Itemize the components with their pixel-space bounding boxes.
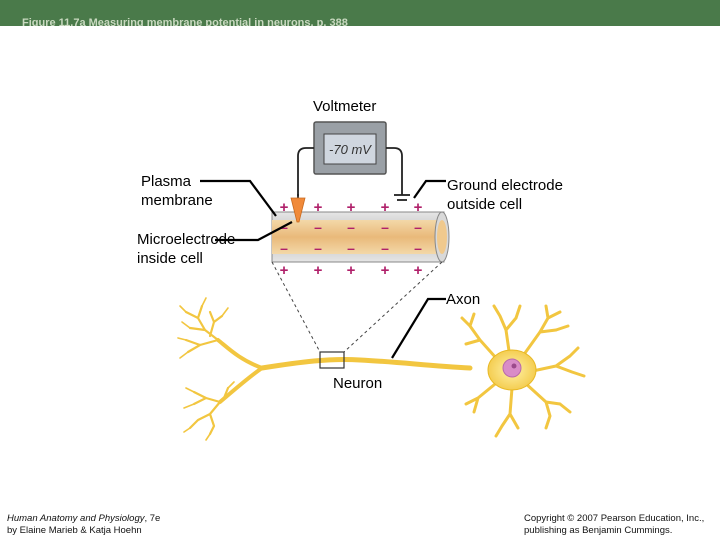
charges-outside-top: + + + + +: [280, 199, 423, 216]
footer-book-info: Human Anatomy and Physiology, 7e by Elai…: [7, 513, 160, 537]
ground-electrode-line1: Ground electrode: [447, 177, 563, 194]
microelectrode: [290, 194, 306, 223]
plus-charge: +: [280, 199, 289, 216]
microelectrode-label: Microelectrode inside cell: [137, 230, 235, 268]
minus-charge: –: [314, 219, 322, 235]
footer-copyright: Copyright © 2007 Pearson Education, Inc.…: [524, 513, 704, 537]
plus-charge: +: [347, 262, 356, 279]
minus-charge: –: [414, 219, 422, 235]
plus-charge: +: [347, 199, 356, 216]
plasma-membrane-line1: Plasma: [141, 173, 192, 190]
charges-inside-bottom: –––––: [280, 240, 422, 256]
minus-charge: –: [414, 240, 422, 256]
microelectrode-line1: Microelectrode: [137, 231, 236, 248]
header-bar: Figure 11.7a Measuring membrane potentia…: [0, 0, 720, 26]
plus-charge: +: [381, 262, 390, 279]
neuron: [177, 297, 586, 441]
plus-charge: +: [414, 262, 423, 279]
copyright-line1: Copyright © 2007 Pearson Education, Inc.…: [524, 513, 705, 524]
microelectrode-line2: inside cell: [137, 250, 203, 267]
plasma-membrane-line2: membrane: [141, 192, 213, 209]
nucleus: [502, 358, 522, 378]
minus-charge: –: [347, 240, 355, 256]
axon-highlight-box: [319, 351, 345, 369]
voltmeter: -70 mV: [313, 121, 387, 175]
figure-title: Figure 11.7a Measuring membrane potentia…: [22, 17, 348, 26]
minus-charge: –: [381, 219, 389, 235]
axon-segment: [271, 211, 450, 263]
plus-charge: +: [314, 199, 323, 216]
plasma-membrane-label: Plasma membrane: [141, 172, 213, 210]
minus-charge: –: [280, 240, 288, 256]
plus-charge: +: [414, 199, 423, 216]
plus-charge: +: [381, 199, 390, 216]
minus-charge: –: [381, 240, 389, 256]
ground-electrode-line2: outside cell: [447, 196, 523, 213]
axon-label: Axon: [446, 291, 481, 308]
charges-outside-bottom: + + + + +: [280, 262, 423, 279]
book-edition: , 7e: [144, 513, 161, 524]
neuron-label: Neuron: [333, 375, 383, 392]
plus-charge: +: [280, 262, 289, 279]
voltmeter-reading: -70 mV: [329, 142, 372, 157]
minus-charge: –: [347, 219, 355, 235]
magnification-lines: [271, 261, 443, 353]
book-title: Human Anatomy and Physiology: [7, 513, 145, 524]
voltmeter-label: Voltmeter: [313, 98, 377, 115]
neuron-soma: [487, 349, 537, 391]
copyright-line2: publishing as Benjamin Cummings.: [524, 525, 673, 536]
minus-charge: –: [314, 240, 322, 256]
plus-charge: +: [314, 262, 323, 279]
ground-electrode-label: Ground electrode outside cell: [447, 176, 563, 214]
voltmeter-wires: [297, 147, 410, 201]
leader-lines: [200, 179, 446, 359]
book-authors: by Elaine Marieb & Katja Hoehn: [7, 525, 142, 536]
